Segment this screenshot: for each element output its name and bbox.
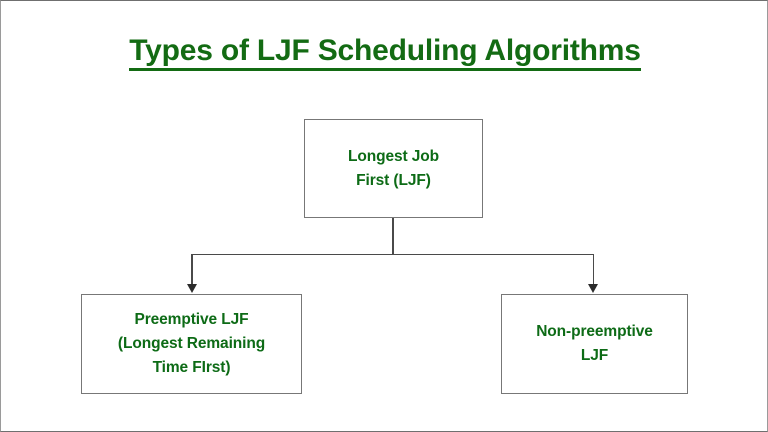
connector-root-stem bbox=[392, 218, 394, 255]
connector-drop-right bbox=[592, 253, 595, 286]
node-root-label-line1: Longest Job bbox=[347, 147, 440, 165]
page-title-text: Types of LJF Scheduling Algorithms bbox=[129, 34, 641, 71]
arrow-down-icon-left bbox=[186, 284, 197, 293]
node-root-label-line2: First (LJF) bbox=[356, 171, 431, 189]
node-preemptive-label-line2: (Longest Remaining bbox=[117, 335, 266, 352]
node-preemptive-label-line1: Preemptive LJF bbox=[134, 311, 249, 328]
node-nonpreemptive-label-line1: Non-preemptive bbox=[536, 323, 653, 340]
page-title: Types of LJF Scheduling Algorithms bbox=[1, 34, 767, 71]
arrow-down-icon-right bbox=[588, 284, 598, 293]
node-preemptive-label-line3: Time FIrst) bbox=[152, 359, 231, 376]
connector-drop-left bbox=[191, 253, 193, 286]
connector-horizontal-bar bbox=[191, 253, 594, 256]
node-nonpreemptive-label-line2: LJF bbox=[580, 347, 609, 364]
